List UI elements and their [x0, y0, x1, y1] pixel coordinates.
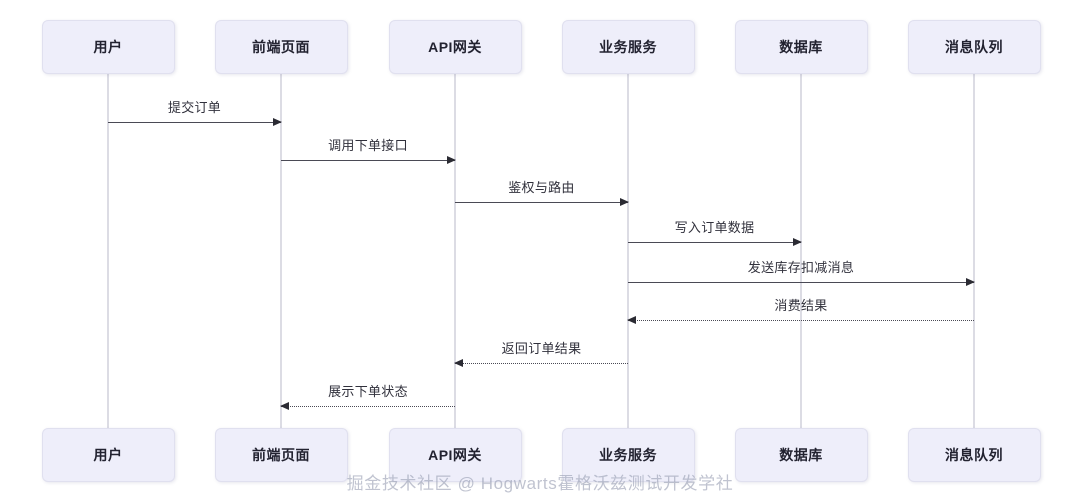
- message-line-8: [281, 406, 455, 407]
- actor-box-user-bottom[interactable]: 用户: [41, 428, 175, 482]
- lifeline-service: [627, 74, 629, 428]
- message-5[interactable]: 发送库存扣减消息: [628, 260, 975, 286]
- message-line-2: [281, 160, 455, 161]
- message-line-7: [455, 363, 628, 364]
- actor-box-service-bottom[interactable]: 业务服务: [561, 428, 695, 482]
- message-3[interactable]: 鉴权与路由: [455, 180, 629, 206]
- message-label-6: 消费结果: [774, 298, 828, 313]
- arrowhead-right-icon: [966, 277, 975, 286]
- message-label-5: 发送库存扣减消息: [747, 260, 855, 275]
- actor-label-user: 用户: [93, 39, 123, 55]
- actor-box-user-top[interactable]: 用户: [41, 20, 175, 74]
- actor-label-frontend: 前端页面: [252, 39, 310, 55]
- actor-label-frontend: 前端页面: [252, 447, 310, 463]
- actor-label-service: 业务服务: [599, 39, 657, 55]
- arrowhead-left-icon: [280, 401, 289, 410]
- message-line-5: [628, 282, 974, 283]
- lifeline-gateway: [454, 74, 456, 428]
- message-label-1: 提交订单: [167, 100, 222, 115]
- arrowhead-right-icon: [620, 197, 629, 206]
- actor-box-frontend-top[interactable]: 前端页面: [214, 20, 348, 74]
- actor-label-service: 业务服务: [599, 447, 657, 463]
- message-line-4: [628, 242, 801, 243]
- actor-box-database-top[interactable]: 数据库: [734, 20, 868, 74]
- actor-label-gateway: API网关: [428, 39, 482, 55]
- message-label-8: 展示下单状态: [328, 384, 408, 399]
- message-1[interactable]: 提交订单: [108, 100, 282, 126]
- message-2[interactable]: 调用下单接口: [281, 138, 456, 164]
- message-7[interactable]: 返回订单结果: [454, 341, 628, 367]
- arrowhead-right-icon: [273, 117, 282, 126]
- lifeline-user: [107, 74, 109, 428]
- actor-label-mq: 消息队列: [945, 39, 1003, 55]
- message-line-6: [628, 320, 974, 321]
- actor-box-database-bottom[interactable]: 数据库: [734, 428, 868, 482]
- message-6[interactable]: 消费结果: [627, 298, 974, 324]
- actor-box-service-top[interactable]: 业务服务: [561, 20, 695, 74]
- message-label-7: 返回订单结果: [501, 341, 582, 356]
- actor-box-mq-bottom[interactable]: 消息队列: [907, 428, 1041, 482]
- actor-label-database: 数据库: [779, 447, 823, 463]
- message-label-2: 调用下单接口: [328, 138, 408, 153]
- actor-label-gateway: API网关: [428, 447, 482, 463]
- arrowhead-right-icon: [793, 237, 802, 246]
- actor-label-user: 用户: [93, 447, 123, 463]
- arrowhead-left-icon: [627, 315, 636, 324]
- lifeline-mq: [973, 74, 975, 428]
- arrowhead-right-icon: [447, 155, 456, 164]
- arrowhead-left-icon: [454, 358, 463, 367]
- actor-label-mq: 消息队列: [945, 447, 1003, 463]
- actor-box-gateway-bottom[interactable]: API网关: [388, 428, 522, 482]
- message-label-3: 鉴权与路由: [508, 180, 575, 195]
- message-label-4: 写入订单数据: [674, 220, 755, 235]
- message-line-1: [108, 122, 281, 123]
- lifeline-frontend: [280, 74, 282, 428]
- message-line-3: [455, 202, 628, 203]
- message-4[interactable]: 写入订单数据: [628, 220, 802, 246]
- actor-box-mq-top[interactable]: 消息队列: [907, 20, 1041, 74]
- actor-box-frontend-bottom[interactable]: 前端页面: [214, 428, 348, 482]
- message-8[interactable]: 展示下单状态: [280, 384, 455, 410]
- actor-box-gateway-top[interactable]: API网关: [388, 20, 522, 74]
- actor-label-database: 数据库: [779, 39, 823, 55]
- lifeline-database: [800, 74, 802, 428]
